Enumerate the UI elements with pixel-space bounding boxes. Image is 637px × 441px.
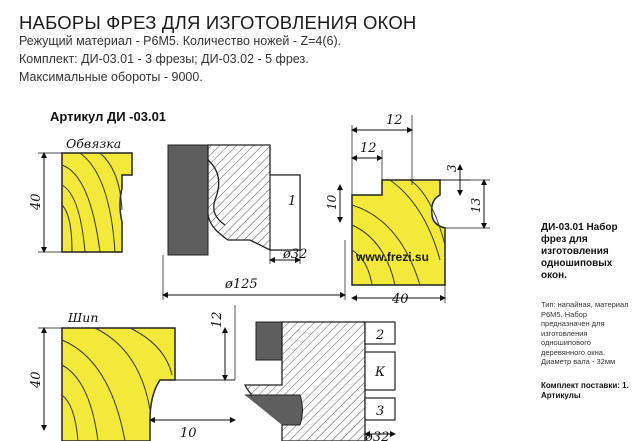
spec-line-speed: Максимальные обороты - 9000. xyxy=(19,70,203,84)
dim-125: ø125 xyxy=(224,277,258,292)
dim-12-second: 12 xyxy=(360,141,377,156)
sidebar-title: ДИ-03.01 Набор фрез для изготовления одн… xyxy=(541,222,618,281)
dim-13: 13 xyxy=(469,197,483,213)
dim-10-bottom: 10 xyxy=(180,426,197,441)
right-wood-profile xyxy=(351,179,446,286)
label-2: 2 xyxy=(375,328,384,343)
cutter-1-section xyxy=(167,144,301,256)
dim-40-top: 40 xyxy=(29,193,44,211)
product-sidebar: ДИ-03.01 Набор фрез для изготовления одн… xyxy=(541,222,637,401)
obvyazka-label: Обвязка xyxy=(66,136,121,151)
label-1: 1 xyxy=(288,194,296,209)
dim-32-bottom: ø32 xyxy=(364,430,389,441)
label-3: 3 xyxy=(376,404,384,419)
ship-label: Шип xyxy=(67,310,98,325)
sidebar-description: Тип: напайная, материал Р6М5. Набор пред… xyxy=(541,300,629,366)
dim-10: 10 xyxy=(325,194,339,210)
dim-40-bottom: 40 xyxy=(29,371,44,389)
dim-32-top: ø32 xyxy=(282,247,307,262)
dim-40-horiz: 40 xyxy=(391,292,409,307)
cutter-stack-section xyxy=(243,321,396,441)
ship-wood-profile xyxy=(61,327,235,441)
sidebar-kit: Комплект поставки: 1. Артикулы xyxy=(541,380,629,400)
watermark: www.frezi.su xyxy=(355,250,429,264)
page-title: НАБОРЫ ФРЕЗ ДЛЯ ИЗГОТОВЛЕНИЯ ОКОН xyxy=(19,12,417,33)
spec-line-kit: Комплект: ДИ-03.01 - 3 фрезы; ДИ-03.02 -… xyxy=(19,52,309,66)
dim-3: 3 xyxy=(445,164,459,172)
obvyazka-wood-profile xyxy=(61,152,133,253)
spec-line-material: Режущий материал - Р6М5. Количество ноже… xyxy=(19,34,342,48)
label-k: К xyxy=(374,365,386,380)
dim-12-top: 12 xyxy=(386,113,403,128)
article-label: Артикул ДИ -03.01 xyxy=(50,109,167,124)
dim-12-vert: 12 xyxy=(210,311,225,328)
